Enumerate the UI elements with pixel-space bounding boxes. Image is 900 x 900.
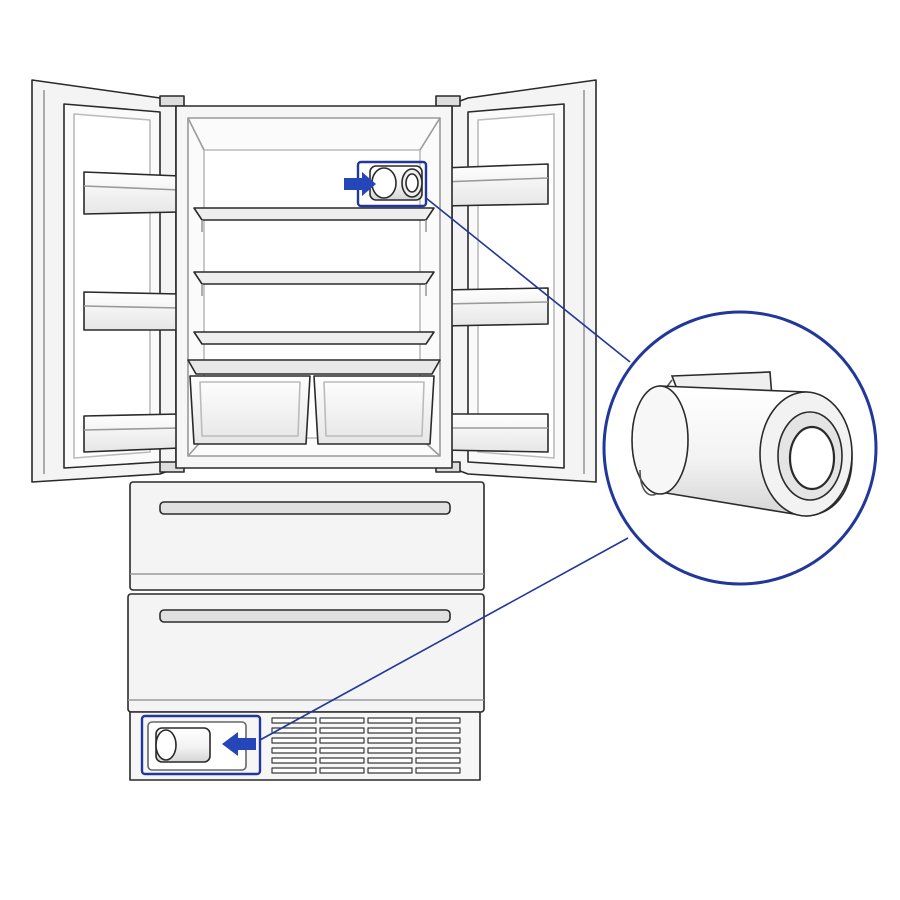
right-door	[435, 79, 597, 483]
filter-rear-cap	[631, 385, 689, 495]
grille-slat	[415, 727, 461, 734]
freezer-drawer-upper	[129, 481, 485, 591]
magnifier-circle	[602, 310, 878, 586]
grille-slat	[367, 767, 413, 774]
grille-slat	[319, 737, 365, 744]
grille-slat	[271, 727, 317, 734]
leader-lines	[259, 197, 631, 741]
grille-slat	[271, 767, 317, 774]
grille-slat	[319, 767, 365, 774]
grille-slat	[319, 747, 365, 754]
upper-filter-housing	[369, 165, 423, 201]
left-door-bin-bottom	[83, 413, 181, 453]
right-door-bin-top	[441, 163, 549, 207]
grille-slat	[319, 727, 365, 734]
lower-filter-highlight	[140, 714, 262, 776]
grille-slat	[271, 747, 317, 754]
shelf-middle	[193, 271, 435, 296]
grille-slat	[367, 737, 413, 744]
grille-slat	[367, 727, 413, 734]
left-door	[31, 79, 185, 483]
shelf-crisper-cover	[187, 359, 441, 375]
shelf-top	[193, 207, 435, 232]
grille-slat	[415, 757, 461, 764]
left-door-bin-middle	[83, 291, 181, 331]
right-door-bin-middle	[441, 287, 549, 327]
grille-slat	[319, 717, 365, 724]
crisper-drawer-left	[189, 375, 311, 445]
grille-slat	[415, 767, 461, 774]
grille-slat	[271, 737, 317, 744]
arrow-left-icon	[222, 732, 256, 756]
grille-slat	[415, 747, 461, 754]
grille-slat	[367, 747, 413, 754]
fresh-food-compartment	[175, 105, 453, 469]
grille-slat	[367, 717, 413, 724]
arrow-right-icon	[344, 172, 376, 196]
crisper-drawer-right	[313, 375, 435, 445]
left-door-bin-top	[83, 171, 181, 215]
right-door-bin-bottom	[441, 413, 549, 453]
grille-slat	[271, 757, 317, 764]
freezer-drawer-lower	[127, 593, 485, 713]
grille-slat	[415, 717, 461, 724]
base-grille	[129, 711, 481, 781]
grille-slat	[415, 737, 461, 744]
grille-slat	[367, 757, 413, 764]
grille-slat	[319, 757, 365, 764]
shelf-lower	[193, 331, 435, 345]
